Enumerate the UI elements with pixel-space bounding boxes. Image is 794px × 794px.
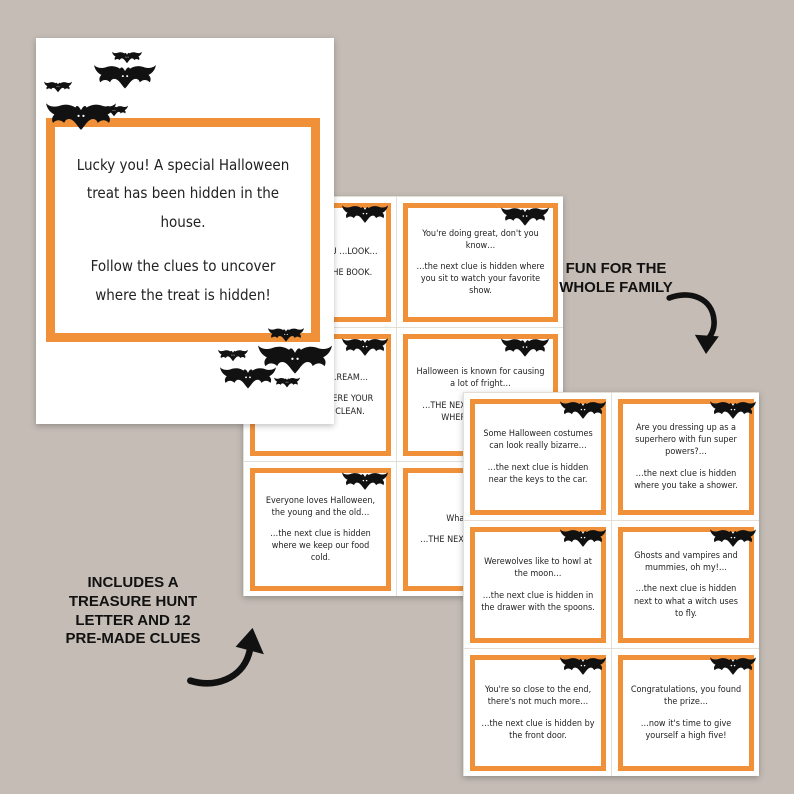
fun-caption: FUN FOR THE WHOLE FAMILY bbox=[559, 260, 673, 296]
treasure-hunt-letter: Lucky you! A special Halloween treat has… bbox=[36, 38, 334, 424]
clue-text: You're doing great, don't you know… bbox=[422, 228, 539, 251]
clue-text: Are you dressing up as a superhero with … bbox=[635, 423, 737, 458]
bat-icon bbox=[44, 80, 72, 95]
clue-text: Some Halloween costumes can look really … bbox=[483, 429, 593, 452]
letter-paragraph-1: Lucky you! A special Halloween treat has… bbox=[76, 155, 290, 231]
bat-icon bbox=[100, 104, 128, 119]
clue-text: Halloween is known for causing a lot of … bbox=[416, 367, 545, 390]
bat-icon bbox=[274, 376, 300, 390]
clue-hint: …the next clue is hidden in the drawer w… bbox=[481, 590, 595, 613]
curved-arrow-icon bbox=[187, 627, 264, 687]
curved-arrow-icon bbox=[666, 292, 719, 354]
clue-hint: …now it's time to give yourself a high f… bbox=[640, 718, 732, 741]
clue-card: Congratulations, you found the prize… …no… bbox=[611, 648, 759, 776]
includes-caption: INCLUDES A TREASURE HUNT LETTER AND 12 P… bbox=[65, 574, 201, 648]
letter-paragraph-2: Follow the clues to uncover where the tr… bbox=[90, 257, 276, 304]
clue-card: Everyone loves Halloween, the young and … bbox=[243, 461, 398, 596]
bat-icon bbox=[501, 336, 549, 361]
clue-hint: …the next clue is hidden next to what a … bbox=[634, 584, 738, 619]
bat-icon bbox=[710, 399, 756, 423]
letter-frame: Lucky you! A special Halloween treat has… bbox=[46, 118, 320, 342]
clue-card: Ghosts and vampires and mummies, oh my!…… bbox=[611, 520, 759, 650]
clue-card: You're doing great, don't you know… …the … bbox=[396, 196, 563, 329]
clue-hint: …the next clue is hidden where we keep o… bbox=[270, 528, 371, 564]
clue-text: Ghosts and vampires and mummies, oh my!… bbox=[634, 551, 738, 574]
bat-icon bbox=[342, 470, 388, 494]
clue-card: Are you dressing up as a superhero with … bbox=[611, 392, 759, 522]
bat-icon bbox=[94, 62, 156, 94]
bat-icon bbox=[560, 527, 606, 551]
bat-icon bbox=[218, 348, 248, 364]
clue-hint: …the next clue is hidden near the keys t… bbox=[487, 462, 589, 485]
clue-text: Congratulations, you found the prize… bbox=[630, 685, 742, 708]
clue-hint: …the next clue is hidden by the front do… bbox=[481, 718, 595, 741]
bat-icon bbox=[342, 336, 388, 360]
clue-card: Some Halloween costumes can look really … bbox=[463, 392, 613, 522]
clue-sheet-2: Some Halloween costumes can look really … bbox=[463, 392, 759, 776]
bat-icon bbox=[342, 203, 388, 227]
clue-text: You're so close to the end, there's not … bbox=[484, 685, 592, 708]
bat-icon bbox=[220, 364, 276, 394]
bat-icon bbox=[710, 655, 756, 679]
clue-card: Werewolves like to howl at the moon… …the… bbox=[463, 520, 613, 650]
clue-card: You're so close to the end, there's not … bbox=[463, 648, 613, 776]
bat-icon bbox=[560, 655, 606, 679]
bat-icon bbox=[560, 399, 606, 423]
bat-icon bbox=[112, 50, 142, 66]
bat-icon bbox=[501, 205, 549, 230]
bat-icon bbox=[710, 527, 756, 551]
clue-text: Everyone loves Halloween, the young and … bbox=[265, 495, 376, 518]
clue-text: Werewolves like to howl at the moon… bbox=[484, 557, 592, 580]
clue-hint: …the next clue is hidden where you sit t… bbox=[416, 261, 545, 297]
clue-hint: …the next clue is hidden where you take … bbox=[634, 468, 738, 491]
